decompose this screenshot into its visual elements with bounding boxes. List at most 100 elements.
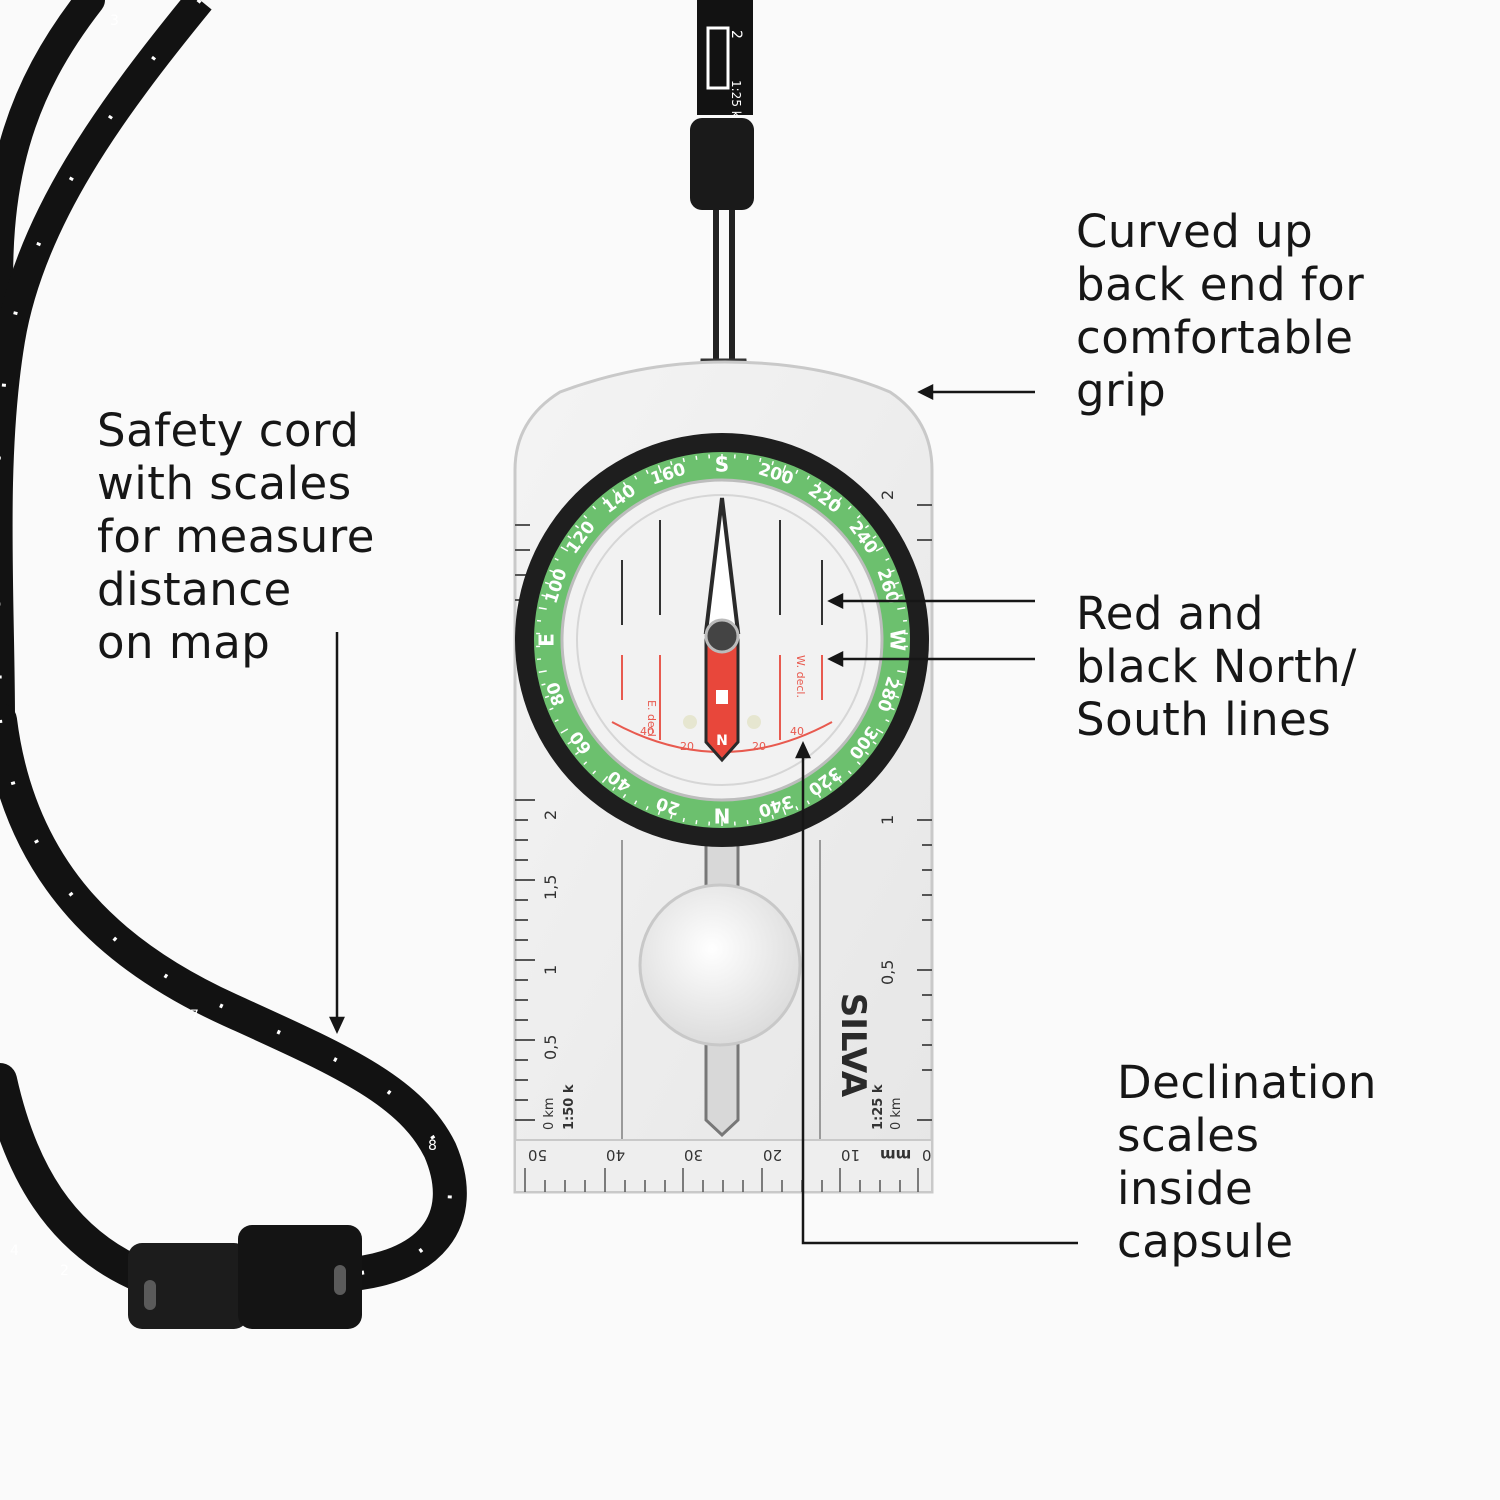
- bezel-tick: [898, 683, 903, 686]
- bezel-tick: [695, 820, 698, 825]
- decl-number: 40: [790, 725, 804, 738]
- bezel-tick: [890, 569, 895, 573]
- scale-ratio-left: 1:50 k: [562, 1084, 577, 1130]
- magnifier: [638, 883, 802, 1047]
- bezel-tick: [657, 807, 662, 816]
- bezel-tick: [890, 707, 895, 711]
- bezel-tick: [544, 695, 550, 699]
- scale-label-left: 0,5: [541, 1035, 560, 1060]
- brand-logo: SILVA: [833, 993, 873, 1098]
- bezel-tick: [875, 546, 884, 552]
- mm-label: 40: [606, 1146, 625, 1164]
- bezel-tick: [574, 751, 580, 756]
- cord-mark: 1:25 k: [729, 80, 743, 118]
- bezel-tick: [872, 741, 877, 745]
- scale-label-right: 0,5: [878, 960, 897, 985]
- callout-line: on map: [97, 616, 271, 669]
- needle-north-letter: N: [716, 733, 728, 749]
- bezel-tick: [612, 786, 616, 791]
- cord-lock: [128, 1225, 362, 1329]
- decl-label-west: W. decl.: [794, 655, 807, 698]
- bezel-tick: [885, 719, 890, 723]
- scale-label-left: 1,5: [541, 875, 560, 900]
- callout-curved-grip: Curved up back end for comfortable grip: [1076, 205, 1364, 417]
- mm-zero: 0: [922, 1146, 932, 1164]
- decl-number: 20: [680, 740, 694, 753]
- bezel-tick: [634, 800, 638, 805]
- bezel-tick: [645, 805, 649, 811]
- bezel-tick: [622, 481, 627, 487]
- bezel-tick: [817, 481, 822, 487]
- scale-zero-right: 0 km: [889, 1097, 904, 1130]
- bezel-number: E: [535, 633, 559, 647]
- bezel-tick: [645, 469, 649, 475]
- scale-label-right: 1: [878, 815, 897, 825]
- bezel-tick: [544, 581, 550, 585]
- bezel-tick: [682, 817, 685, 823]
- callout-line: back end for: [1076, 258, 1365, 311]
- bezel-tick: [795, 469, 799, 475]
- bezel-tick: [657, 464, 662, 473]
- bezel-tick: [601, 775, 609, 783]
- bezel-tick: [835, 497, 843, 505]
- callout-line: black North/: [1076, 640, 1357, 693]
- bezel-tick: [669, 460, 673, 466]
- bezel-tick: [695, 455, 698, 460]
- bezel-tick: [574, 524, 580, 529]
- bezel-tick: [746, 820, 749, 825]
- cord-mark: 8: [428, 1138, 437, 1154]
- callout-line: scales: [1117, 1109, 1260, 1162]
- compass-needle: N: [703, 497, 741, 763]
- mm-ticks: [524, 1168, 919, 1192]
- callout-line: Safety cord: [97, 404, 360, 457]
- bezel-tick: [795, 805, 799, 811]
- bezel-tick: [894, 695, 900, 699]
- bezel-number: N: [714, 804, 731, 828]
- bezel-number: S: [715, 453, 729, 477]
- bezel-tick: [554, 557, 559, 561]
- bezel-tick: [538, 670, 547, 674]
- callout-line: capsule: [1117, 1215, 1294, 1268]
- mm-label: 10: [841, 1146, 860, 1164]
- bezel-tick: [771, 814, 775, 820]
- scale-ratio-right: 1:25 k: [871, 1084, 886, 1130]
- bezel-tick: [875, 728, 884, 734]
- callout-line: comfortable: [1076, 311, 1354, 364]
- bezel-tick: [583, 514, 588, 519]
- callout-line: with scales: [97, 457, 352, 510]
- bezel-tick: [746, 455, 749, 460]
- bezel-tick: [592, 505, 597, 510]
- cord-mark: 2: [60, 1263, 69, 1279]
- bezel-tick: [806, 475, 810, 480]
- cord-mark: 4: [10, 1243, 19, 1259]
- decl-number: 40: [640, 725, 654, 738]
- orienting-lines: [621, 520, 823, 625]
- cord-mark: 2: [728, 30, 744, 39]
- bezel-tick: [682, 457, 685, 463]
- callout-line: inside: [1117, 1162, 1254, 1215]
- bezel-tick: [560, 728, 569, 734]
- mm-label: 50: [528, 1146, 547, 1164]
- bezel-tick: [847, 770, 852, 775]
- bezel-tick: [856, 761, 861, 766]
- bezel-tick: [622, 793, 627, 799]
- bezel-tick: [771, 460, 775, 466]
- bezel-tick: [806, 800, 810, 805]
- bezel-tick: [560, 546, 569, 552]
- bezel-tick: [856, 514, 861, 519]
- bezel-tick: [538, 606, 547, 610]
- safety-cord: 7 8 3 2 4: [0, 0, 467, 1329]
- bezel-tick: [567, 535, 572, 539]
- bezel-tick: [567, 741, 572, 745]
- leader-lines: [329, 383, 1078, 1245]
- lanyard-top: 2 1:25 k: [690, 0, 754, 396]
- callout-line: South lines: [1076, 693, 1332, 746]
- bezel-tick: [894, 581, 900, 585]
- bezel-tick: [612, 489, 616, 494]
- callout-line: Declination: [1117, 1056, 1377, 1109]
- bezel-tick: [835, 775, 843, 783]
- bezel-tick: [601, 497, 609, 505]
- bezel-tick: [583, 761, 588, 766]
- bezel-number: W: [886, 629, 910, 651]
